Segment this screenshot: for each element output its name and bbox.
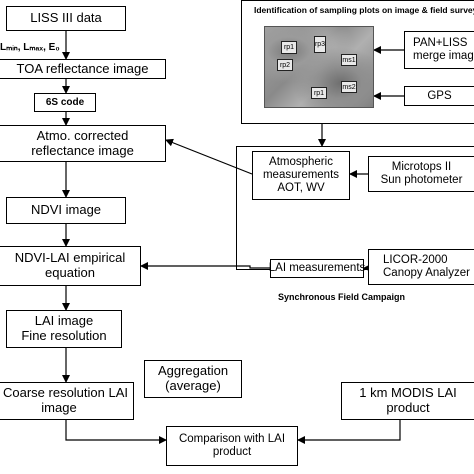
calibration-params-label: Lₘᵢₙ, Lₘₐₓ, E₀ <box>0 42 60 53</box>
atmospheric-line3: AOT, WV <box>277 181 325 194</box>
sampling-plots-region <box>241 0 474 124</box>
arrow-atmos-to-atmo <box>165 138 253 175</box>
lai-measurements-box: LAI measurements <box>268 259 366 278</box>
toa-reflectance-label: TOA reflectance image <box>16 60 149 76</box>
toa-reflectance-box: TOA reflectance image <box>0 59 166 79</box>
plot-marker-ms2: ms2 <box>341 81 357 93</box>
field-campaign-caption: Synchronous Field Campaign <box>278 292 474 302</box>
microtops-box: Microtops II Sun photometer <box>368 156 474 192</box>
arrow-laimeas-to-ndvilai <box>140 262 270 270</box>
ndvi-lai-line1: NDVI-LAI empirical <box>14 250 126 266</box>
sampling-plots-image: rp1 rp3 rp2 ms1 rp1 ms2 <box>264 26 374 108</box>
plot-marker-rp2: rp2 <box>277 59 293 71</box>
modis-lai-line2: product <box>386 400 430 415</box>
coarse-lai-line2: image <box>41 400 77 415</box>
plot-marker-rp1-bottom: rp1 <box>311 87 327 99</box>
pan-liss-line2: merge image <box>413 50 474 62</box>
atmo-corrected-line2: reflectance image <box>31 142 134 158</box>
ndvi-image-label: NDVI image <box>30 202 102 218</box>
ndvi-image-box: NDVI image <box>6 197 126 224</box>
gps-box: GPS <box>404 86 474 106</box>
field-campaign-caption-text: Synchronous Field Campaign <box>278 292 406 302</box>
microtops-line2: Sun photometer <box>380 174 463 186</box>
aggregation-line2: (average) <box>165 378 221 393</box>
pan-liss-merge-box: PAN+LISS merge image <box>404 31 474 69</box>
ndvi-lai-line2: equation <box>45 265 95 280</box>
liss-data-box: LISS III data <box>6 6 126 31</box>
sampling-title-text: Identification of sampling plots on imag… <box>254 5 474 15</box>
coarse-lai-line1: Coarse resolution LAI <box>2 385 128 401</box>
licor-line2: Canopy Analyzer <box>383 267 470 279</box>
lai-image-line2: Fine resolution <box>21 328 107 343</box>
atmospheric-line2: measurements <box>262 169 340 182</box>
atmospheric-measurements-box: Atmospheric measurements AOT, WV <box>252 151 350 200</box>
atmo-corrected-box: Atmo. corrected reflectance image <box>0 125 166 162</box>
lai-image-line1: LAI image <box>34 313 94 329</box>
aggregation-box: Aggregation (average) <box>144 360 242 398</box>
plot-marker-ms1: ms1 <box>341 54 357 66</box>
modis-lai-box: 1 km MODIS LAI product <box>341 382 474 420</box>
lai-measurements-label: LAI measurements <box>268 262 366 275</box>
ndvi-lai-equation-box: NDVI-LAI empirical equation <box>0 246 141 286</box>
calibration-params-text: Lₘᵢₙ, Lₘₐₓ, E₀ <box>0 42 60 53</box>
lai-image-box: LAI image Fine resolution <box>6 310 122 348</box>
coarse-lai-box: Coarse resolution LAI image <box>0 382 134 420</box>
comparison-box: Comparison with LAI product <box>166 426 298 466</box>
sixs-code-label: 6S code <box>45 96 85 108</box>
licor-line1: LICOR-2000 <box>383 254 448 267</box>
sixs-code-box: 6S code <box>34 93 96 112</box>
gps-label: GPS <box>427 89 452 102</box>
comparison-line1: Comparison with LAI <box>178 433 286 446</box>
atmospheric-line1: Atmospheric <box>269 156 333 169</box>
sampling-title: Identification of sampling plots on imag… <box>254 5 474 15</box>
microtops-line1: Microtops II <box>391 161 452 174</box>
aggregation-line1: Aggregation <box>157 363 229 379</box>
plot-marker-rp1-top: rp1 <box>281 41 297 54</box>
atmo-corrected-line1: Atmo. corrected <box>36 127 129 143</box>
pan-liss-line1: PAN+LISS <box>413 37 468 50</box>
liss-data-label: LISS III data <box>30 10 102 26</box>
licor-box: LICOR-2000 Canopy Analyzer <box>368 249 474 285</box>
arrow-coarse-to-comparison <box>65 420 167 444</box>
plot-marker-rp3: rp3 <box>314 36 326 53</box>
comparison-line2: product <box>212 446 252 458</box>
modis-lai-line1: 1 km MODIS LAI <box>359 385 457 401</box>
arrow-modis-to-comparison <box>297 420 401 444</box>
